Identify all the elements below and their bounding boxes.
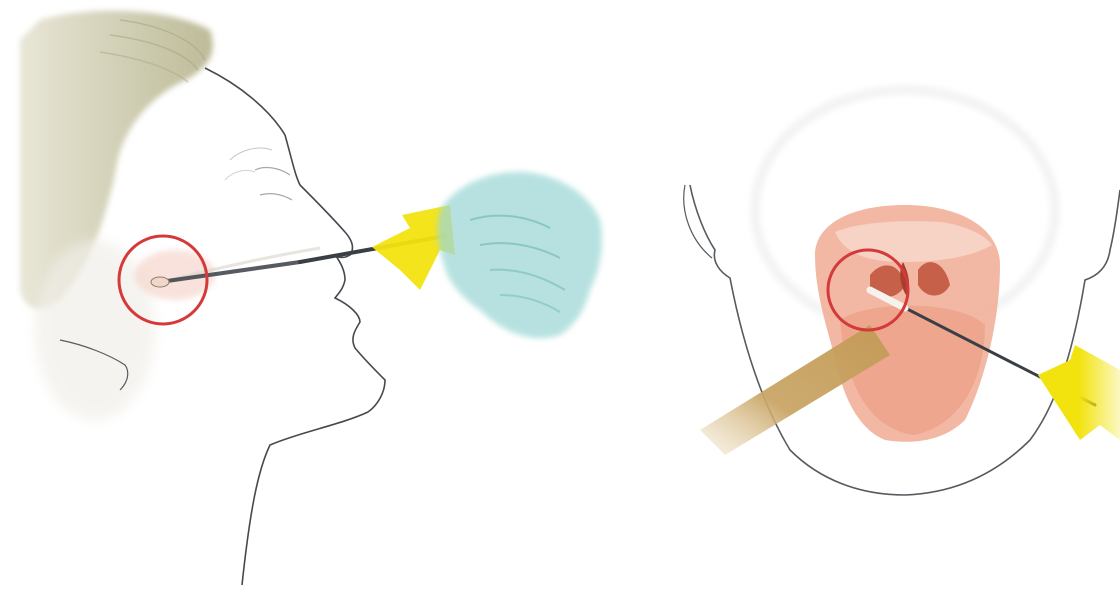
nasopharyngeal-panel (20, 11, 602, 585)
open-mouth-icon (815, 205, 1000, 442)
gloved-hand-icon (438, 172, 602, 338)
face-profile-outline (205, 68, 385, 585)
ear-left-outline (684, 185, 712, 258)
oropharyngeal-panel (684, 90, 1120, 495)
arrow-icon-right (1038, 345, 1120, 440)
ear-shading (35, 240, 155, 420)
eye-detail (225, 148, 292, 200)
